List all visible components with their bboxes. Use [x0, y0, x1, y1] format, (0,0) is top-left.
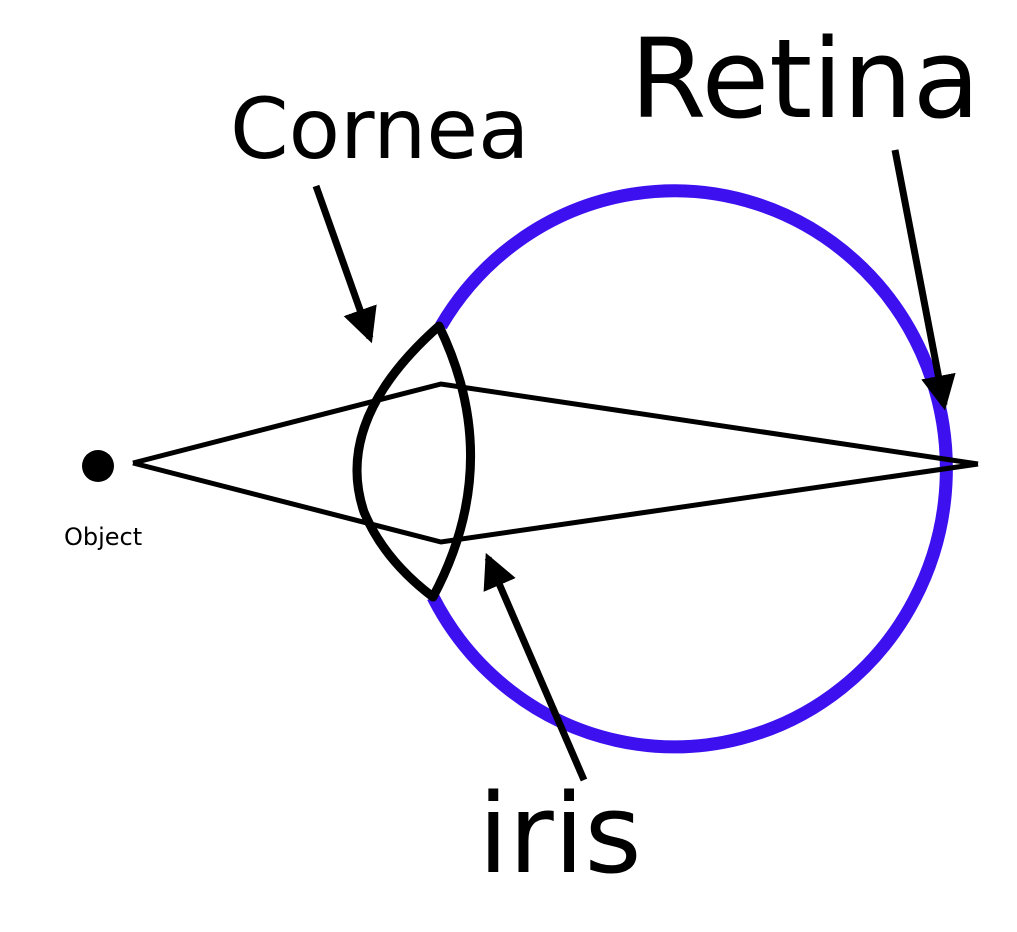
lens	[352, 321, 475, 602]
object-dot	[82, 450, 114, 482]
iris-label: iris	[478, 770, 642, 898]
iris-arrow	[483, 552, 588, 782]
cornea-label: Cornea	[230, 80, 530, 178]
eyeball-outline	[427, 184, 953, 754]
ray-lower	[132, 460, 979, 545]
ray-upper	[132, 381, 979, 467]
object-label: Object	[64, 523, 142, 551]
retina-arrow	[891, 149, 956, 411]
retina-label: Retina	[630, 15, 980, 143]
cornea-arrow	[312, 184, 377, 344]
